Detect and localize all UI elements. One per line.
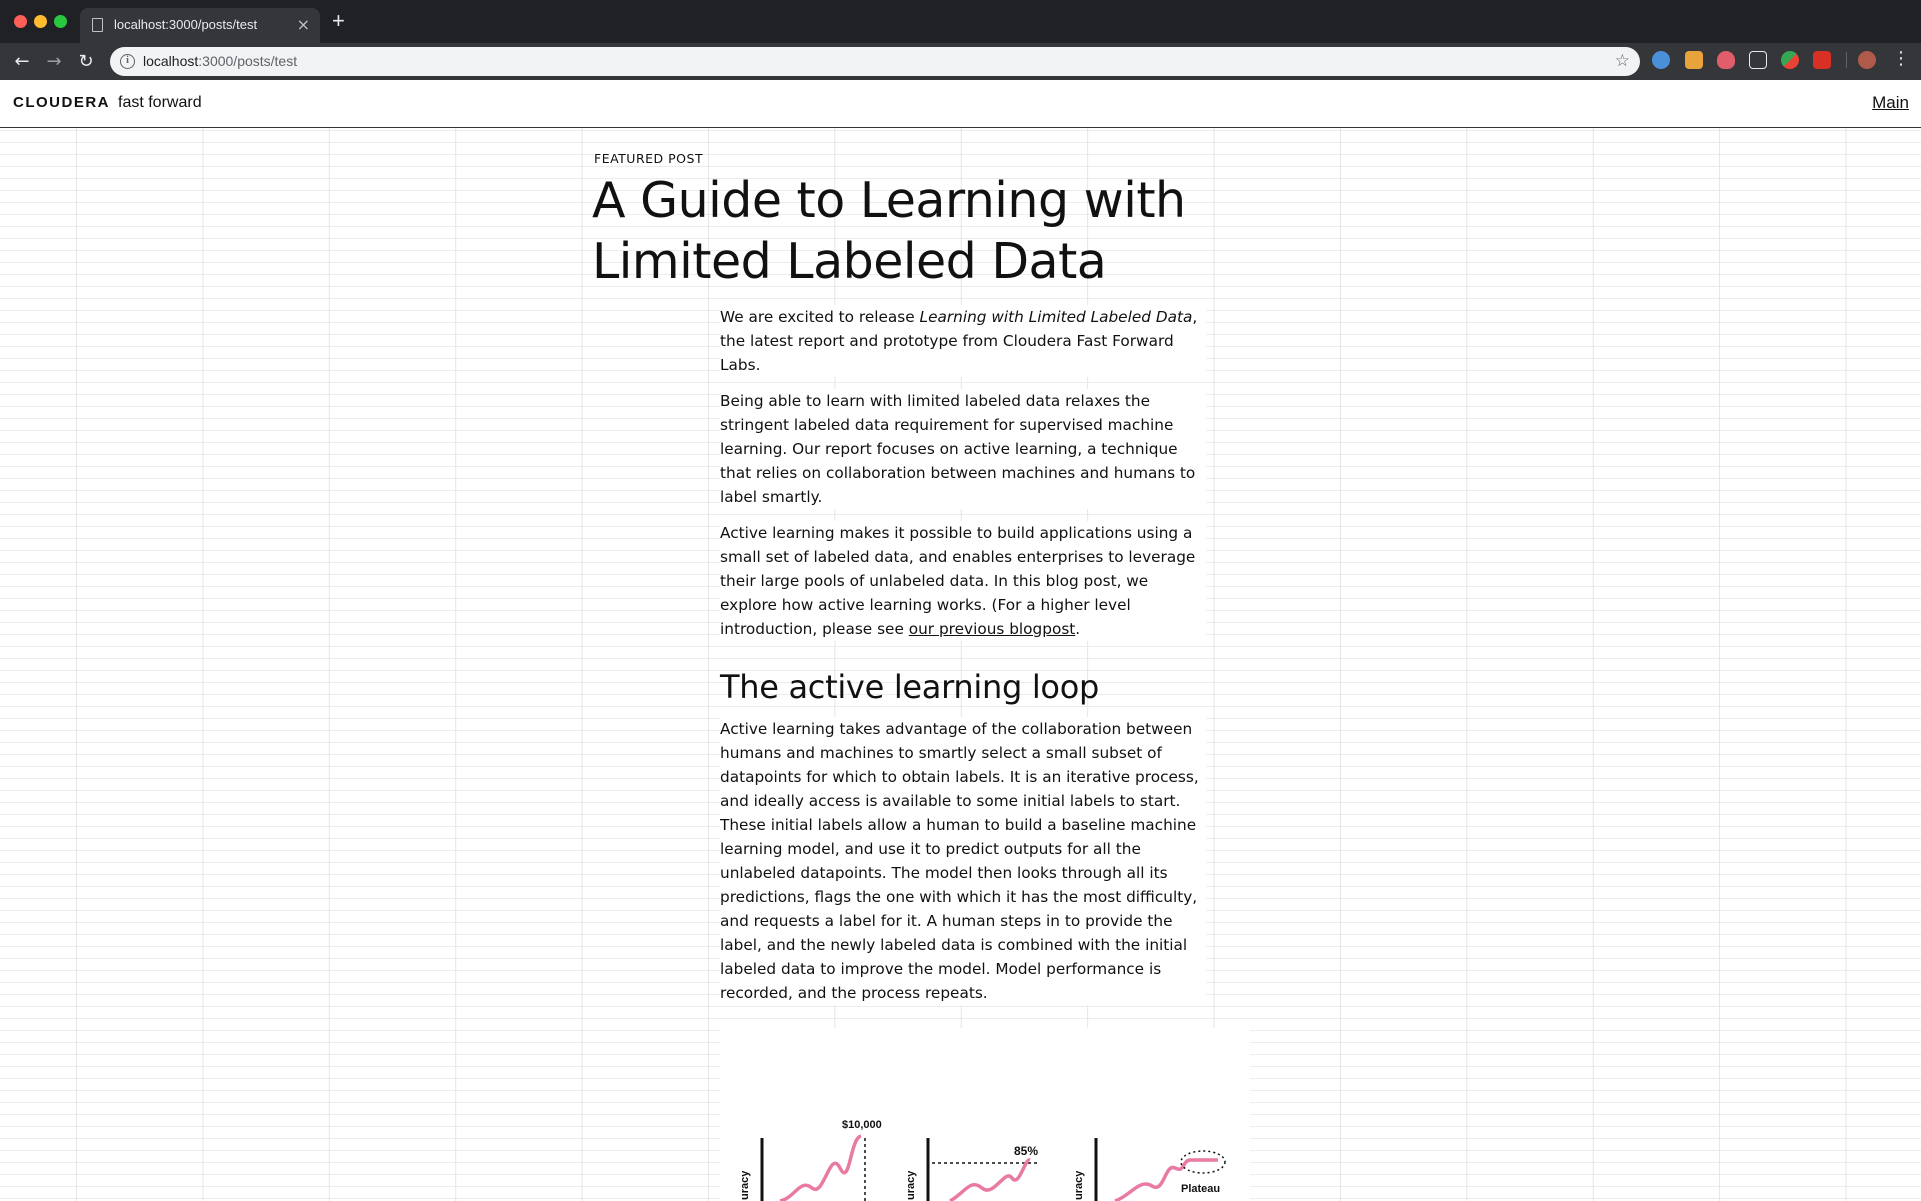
panel-2-axis-label: uracy (905, 1170, 917, 1200)
paragraph-2: Being able to learn with limited labeled… (720, 389, 1206, 509)
close-window-button[interactable] (14, 15, 27, 28)
extension-1-icon[interactable] (1652, 51, 1670, 69)
url-text[interactable]: localhost:3000/posts/test (143, 53, 297, 69)
site-logo[interactable]: CLOUDERA fast forward (13, 94, 202, 112)
page-viewport: CLOUDERA fast forward Main FEATURED POST… (0, 80, 1921, 1201)
p3-suffix: . (1075, 620, 1081, 638)
extension-pip-icon[interactable] (1749, 51, 1767, 69)
p3-prefix: Active learning makes it possible to bui… (720, 524, 1196, 638)
url-path: :3000/posts/test (198, 53, 298, 69)
article-body: We are excited to release Learning with … (720, 305, 1206, 1017)
tab-title: localhost:3000/posts/test (114, 17, 258, 32)
logo-wordmark: CLOUDERA (13, 94, 110, 111)
tab-close-icon[interactable]: × (296, 15, 310, 34)
site-header: CLOUDERA fast forward Main (0, 80, 1921, 128)
paragraph-4: Active learning takes advantage of the c… (720, 717, 1206, 1005)
more-menu-icon[interactable]: ⋮ (1892, 48, 1910, 69)
panel-3-curve (1114, 1158, 1218, 1201)
panel-1-axis-label: uracy (739, 1170, 751, 1200)
browser-toolbar: ← → ↻ i localhost:3000/posts/test ☆ (0, 43, 1921, 80)
p1-prefix: We are excited to release (720, 308, 920, 326)
post-title: A Guide to Learning with Limited Labeled… (592, 172, 1186, 290)
extension-check-icon[interactable] (1781, 51, 1799, 69)
browser-tab[interactable]: localhost:3000/posts/test × (80, 8, 320, 43)
intro-paragraph: We are excited to release Learning with … (720, 305, 1206, 377)
toolbar-separator (1846, 52, 1847, 68)
panel-3-plateau-ellipse (1180, 1150, 1226, 1174)
panel-1-curve (779, 1134, 862, 1201)
bookmark-star-icon[interactable]: ☆ (1614, 51, 1630, 71)
address-bar[interactable]: i localhost:3000/posts/test ☆ (110, 47, 1640, 76)
reload-icon[interactable]: ↻ (78, 51, 94, 72)
new-tab-button[interactable]: + (332, 8, 345, 33)
main-nav-link[interactable]: Main (1872, 93, 1909, 112)
extension-k-icon[interactable] (1685, 51, 1703, 69)
panel-1-budget-label: $10,000 (842, 1119, 882, 1131)
logo-subtitle: fast forward (118, 94, 202, 111)
previous-blogpost-link[interactable]: our previous blogpost (908, 620, 1076, 638)
maximize-window-button[interactable] (54, 15, 67, 28)
forward-arrow-icon[interactable]: → (46, 51, 62, 72)
section-heading: The active learning loop (720, 668, 1100, 706)
p1-suffix: , the latest report and prototype from C… (720, 308, 1198, 374)
extension-red-icon[interactable] (1813, 51, 1831, 69)
panel-2-target-label: 85% (1014, 1144, 1038, 1158)
browser-tab-bar: localhost:3000/posts/test × + (0, 0, 1921, 43)
panel-3-plateau-label: Plateau (1181, 1183, 1220, 1195)
profile-avatar[interactable] (1858, 51, 1876, 69)
site-info-icon[interactable]: i (120, 54, 135, 69)
figure-svg: uracy $10,000 uracy 85% uracy Plateau (739, 1119, 1226, 1201)
url-host: localhost (143, 53, 199, 69)
report-title: Learning with Limited Labeled Data (919, 308, 1193, 326)
document-icon (92, 18, 103, 32)
paragraph-3: Active learning makes it possible to bui… (720, 521, 1206, 641)
minimize-window-button[interactable] (34, 15, 47, 28)
back-arrow-icon[interactable]: ← (14, 51, 30, 72)
active-learning-figure: uracy $10,000 uracy 85% uracy Plateau (720, 1028, 1250, 1201)
panel-2-curve (949, 1158, 1032, 1201)
featured-post-label: FEATURED POST (594, 151, 704, 166)
panel-3-axis-label: uracy (1073, 1170, 1085, 1200)
extension-shield-icon[interactable] (1717, 51, 1735, 69)
